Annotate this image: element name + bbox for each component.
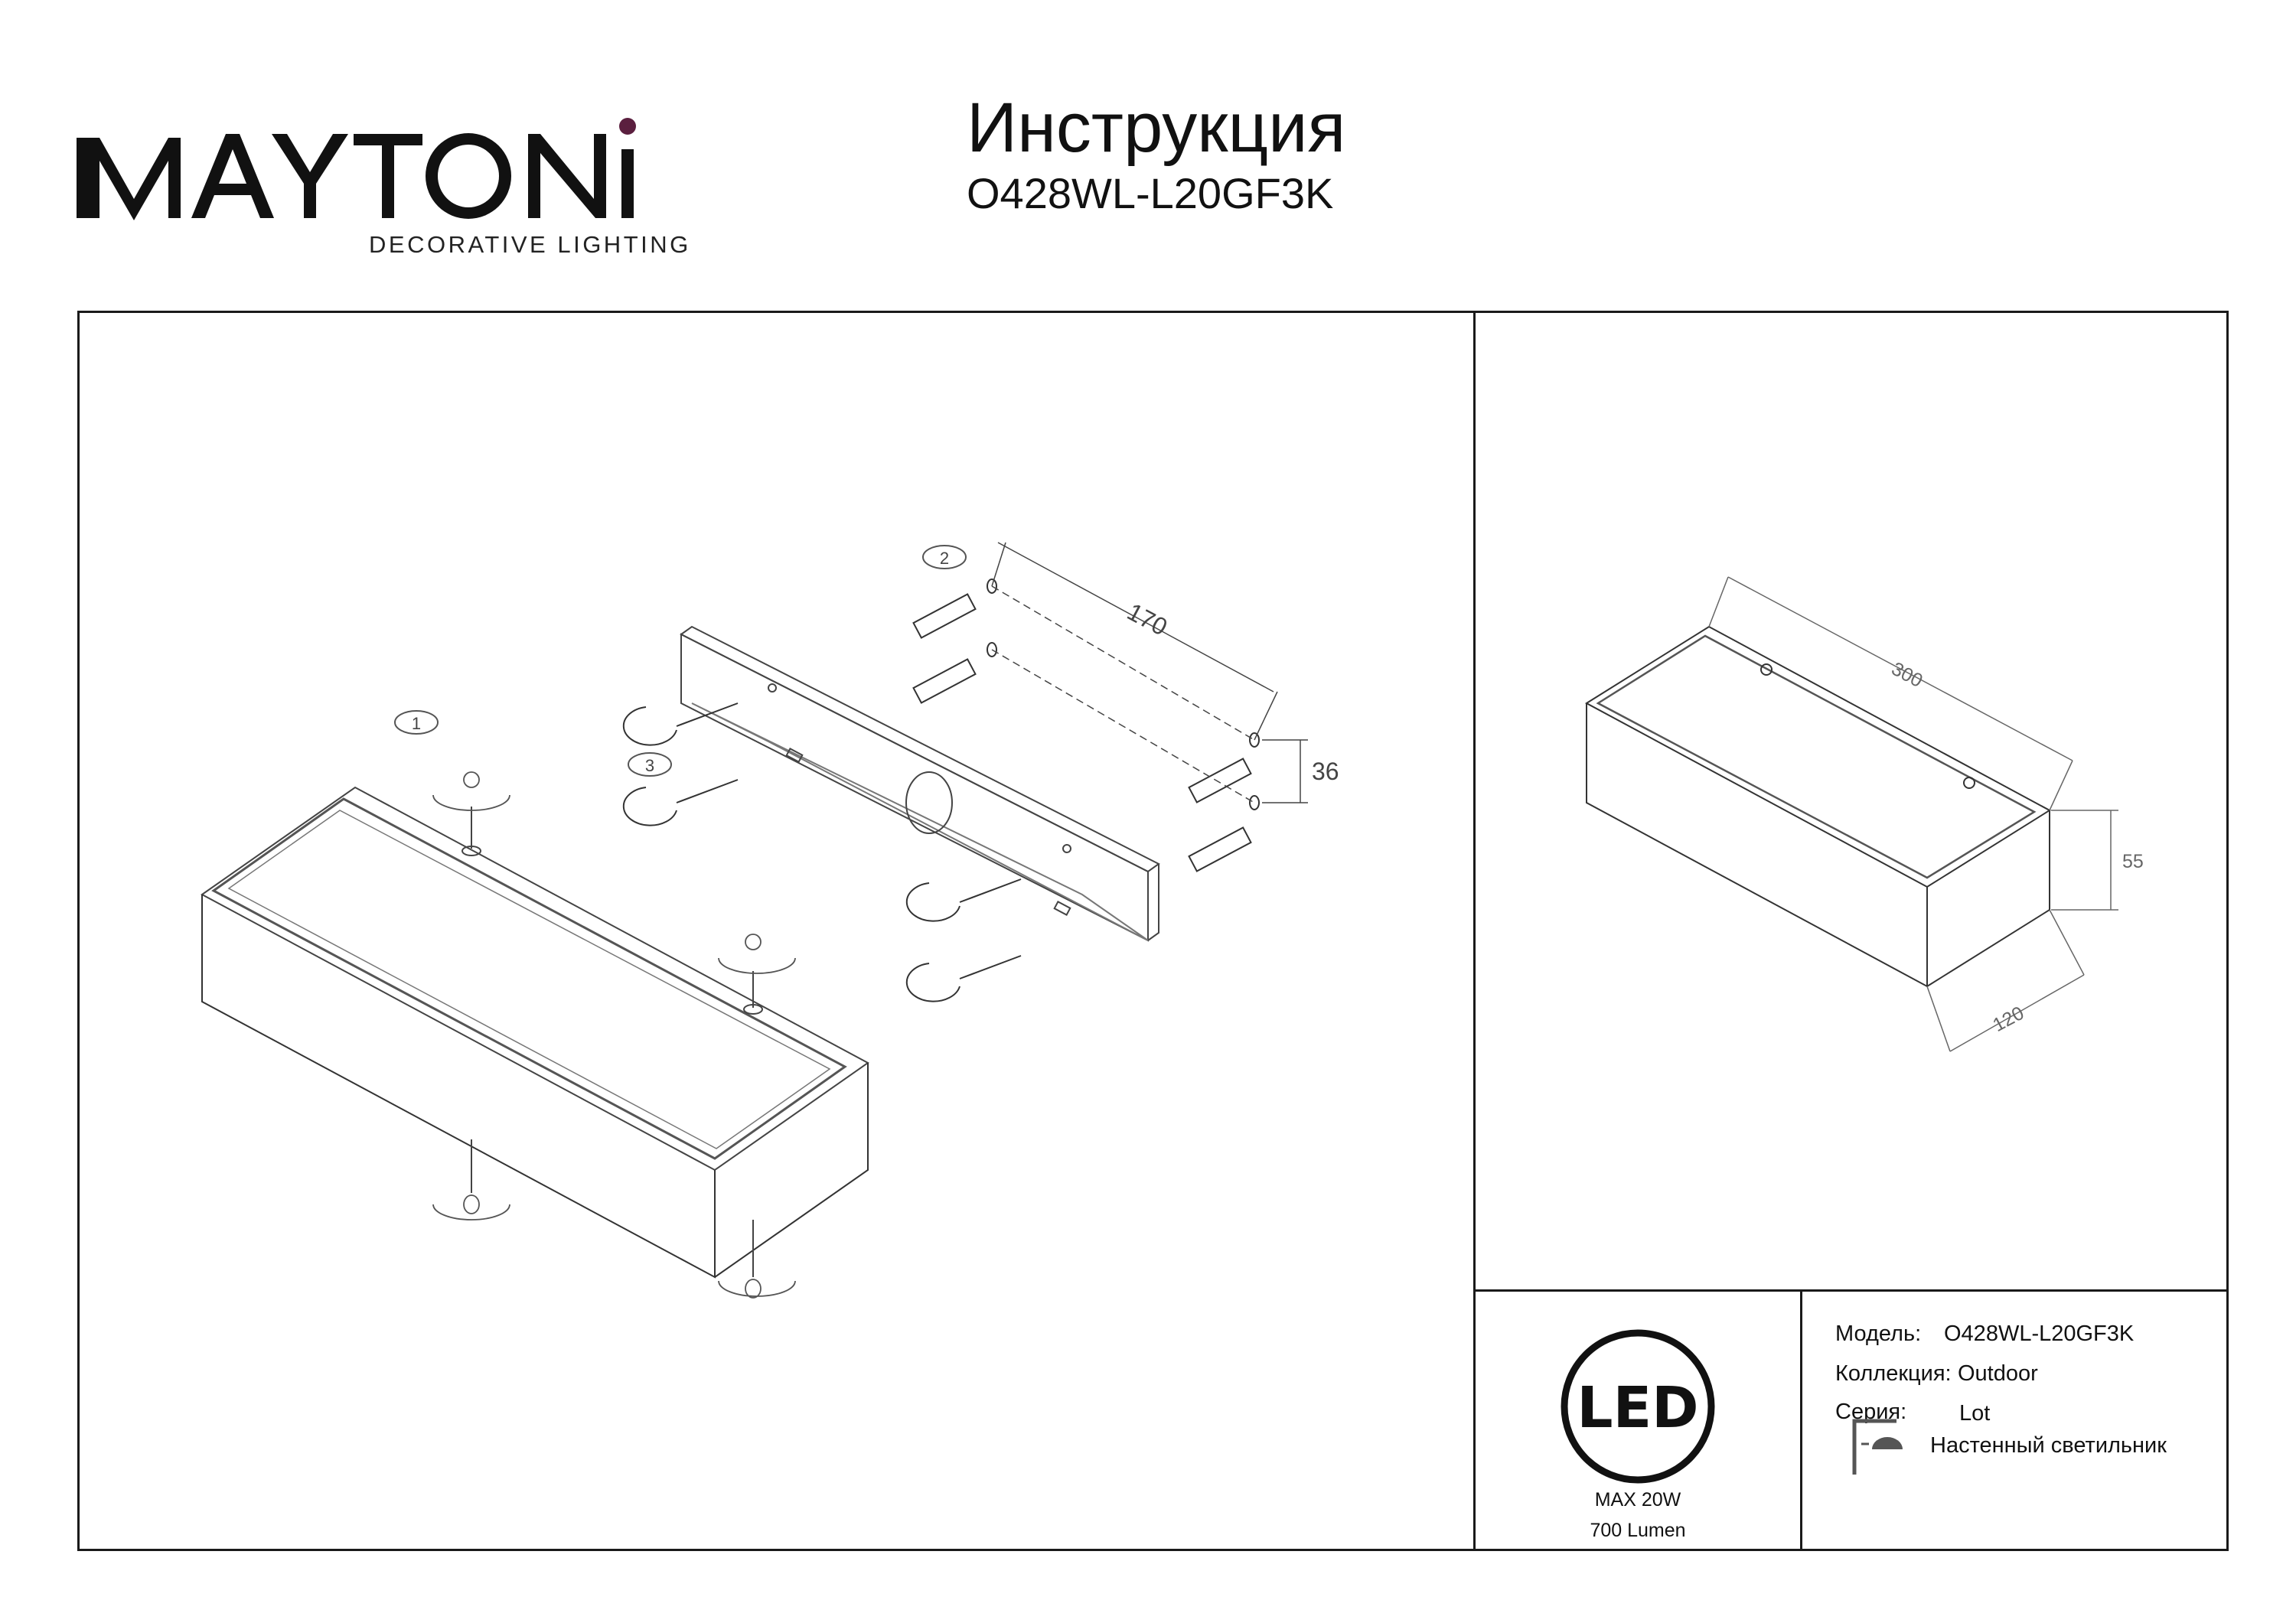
brand-logo: DECORATIVE LIGHTING [77, 84, 704, 268]
collection-value: Outdoor [1958, 1361, 2038, 1386]
wall-lamp-icon [1852, 1419, 1903, 1475]
collection-label: Коллекция: [1835, 1361, 1952, 1386]
info-divider-vertical [1800, 1289, 1802, 1551]
series-value: Lot [1959, 1401, 1991, 1426]
maytoni-wordmark [77, 118, 636, 220]
frame-divider-horizontal [1473, 1289, 2229, 1292]
dimension-lines [991, 542, 1308, 803]
callout-2: 2 [940, 549, 949, 568]
frame-divider-vertical [1473, 311, 1476, 1551]
model-code-heading: O428WL-L20GF3K [967, 169, 1334, 217]
luminous-flux: 700 Lumen [1590, 1520, 1686, 1541]
model-label: Модель: [1835, 1322, 1922, 1346]
led-icon: LED [1561, 1329, 1715, 1484]
drawing-frame [77, 311, 2229, 1551]
power-rating: MAX 20W [1594, 1489, 1681, 1511]
luminaire-body [201, 786, 869, 1279]
led-icon-label: LED [1577, 1375, 1698, 1441]
page-title: Инструкция [967, 89, 1346, 167]
led-spec-block: LED MAX 20W 700 Lumen [1476, 1292, 1800, 1549]
assembly-drawing: 1 2 3 170 36 [201, 542, 1339, 1299]
callout-3: 3 [645, 756, 654, 775]
bracket-screws [622, 702, 1022, 1002]
model-value: O428WL-L20GF3K [1944, 1322, 2135, 1346]
dimension-170: 170 [1123, 598, 1172, 641]
luminaire-type: Настенный светильник [1930, 1433, 2167, 1458]
callout-1: 1 [412, 714, 421, 733]
dimension-300: 300 [1888, 658, 1926, 692]
dimension-120: 120 [1989, 1002, 2027, 1036]
dimension-55: 55 [2122, 851, 2144, 872]
body-screws [461, 807, 763, 1277]
mounting-bracket [680, 625, 1160, 942]
brand-tagline: DECORATIVE LIGHTING [369, 231, 691, 258]
rotation-arrows [432, 771, 796, 1299]
wall-anchors [912, 578, 1260, 872]
dimension-36: 36 [1312, 758, 1339, 785]
overview-drawing: 300 55 120 [1585, 576, 2144, 1052]
